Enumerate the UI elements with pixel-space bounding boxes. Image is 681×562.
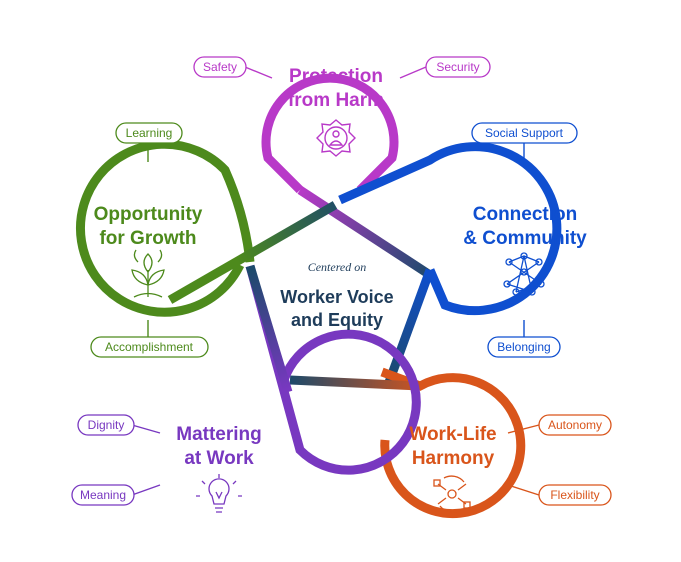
pill-accomplishment: Accomplishment [90,336,209,358]
petal-mattering-loop [245,264,421,475]
mattering-title-line1: Mattering [176,424,262,445]
center-title-line1: Worker Voice [280,287,393,307]
pill-safety: Safety [193,56,247,78]
pill-belonging: Belonging [487,336,561,358]
svg-text:Accomplishment: Accomplishment [105,340,194,354]
connector-meaning [131,484,161,496]
protection-title-line1: Protection [289,66,383,87]
connector-security [399,66,427,79]
pill-flexibility: Flexibility [538,484,612,506]
petal-connection-tail [383,268,435,387]
mattering-title-line2: at Work [184,448,254,469]
petal-growth-tail [167,201,338,304]
petal-protection-tail [297,186,433,279]
connection-title-line2: & Community [463,228,587,249]
protection-title-line2: from Harm [288,90,384,111]
growth-title-line2: for Growth [99,228,196,249]
pill-meaning: Meaning [71,484,135,506]
svg-text:Meaning: Meaning [80,488,126,502]
petal-worklife-loop [380,367,526,519]
growth-title-line1: Opportunity [94,204,203,225]
petal-connection-loop [338,142,562,316]
pill-dignity: Dignity [77,414,135,436]
worklife-title-line1: Work-Life [409,424,496,445]
connector-safety [244,66,273,79]
network-icon [503,252,545,296]
petal-mattering-tail [245,264,293,394]
worklife-title-line2: Harmony [412,448,495,469]
pill-autonomy: Autonomy [538,414,612,436]
sprout-icon [131,249,165,298]
svg-text:Belonging: Belonging [497,340,550,354]
svg-text:Security: Security [436,60,479,74]
connection-title-line1: Connection [473,204,578,225]
svg-text:Dignity: Dignity [88,418,125,432]
connector-dignity [131,424,161,434]
svg-text:Learning: Learning [126,126,173,140]
center-caption: Centered on [308,260,367,274]
svg-text:Autonomy: Autonomy [548,418,602,432]
svg-text:Flexibility: Flexibility [550,488,599,502]
center-title-line2: and Equity [291,310,383,330]
pill-social-support: Social Support [471,122,578,144]
svg-text:Safety: Safety [203,60,237,74]
svg-text:Social Support: Social Support [485,126,564,140]
pill-learning: Learning [115,122,183,144]
petal-worklife-tail [289,375,421,391]
connector-flexibility [507,484,540,496]
pill-security: Security [425,56,491,78]
petal-protection-loop [261,73,399,194]
connector-autonomy [507,424,540,434]
lightbulb-icon [196,474,242,513]
arrows-circle-icon [433,475,471,513]
petal-growth-loop [75,139,255,317]
shield-person-icon [316,119,356,157]
